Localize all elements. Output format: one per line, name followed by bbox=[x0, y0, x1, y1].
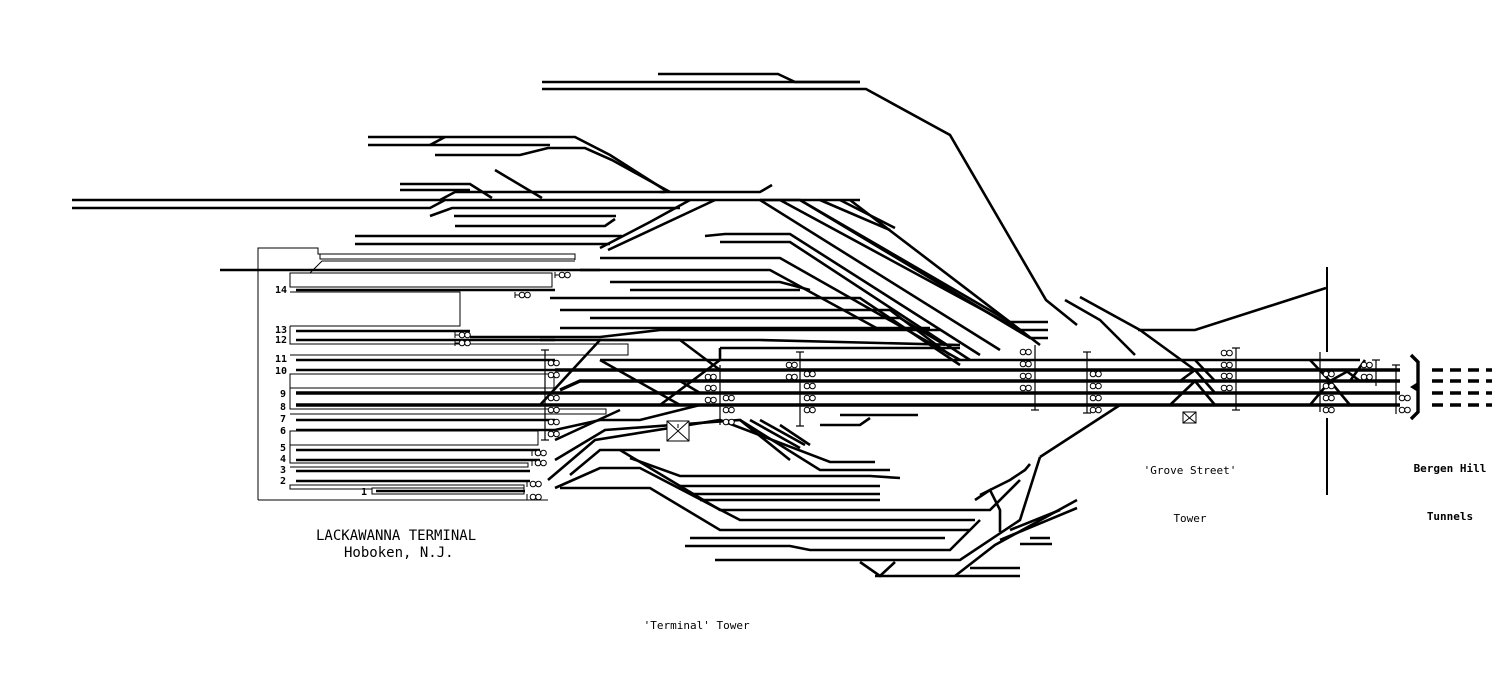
signal-head bbox=[722, 394, 735, 402]
signal-head bbox=[1220, 361, 1233, 369]
signal-head bbox=[704, 373, 717, 381]
signal-head bbox=[1089, 370, 1102, 378]
signal-head bbox=[547, 418, 560, 426]
track-number-label: 10 bbox=[275, 366, 287, 377]
track-number-label: 6 bbox=[280, 426, 286, 437]
signal-head bbox=[803, 370, 816, 378]
signal-head bbox=[1322, 382, 1335, 390]
signal-head bbox=[547, 430, 560, 438]
signal-head bbox=[785, 361, 798, 369]
signal-head bbox=[514, 291, 531, 299]
signal-head bbox=[1089, 382, 1102, 390]
signal-head bbox=[454, 339, 471, 347]
signal-head bbox=[547, 371, 560, 379]
signal-heads bbox=[454, 271, 1411, 501]
signal-head bbox=[785, 373, 798, 381]
signal-head bbox=[803, 406, 816, 414]
platforms bbox=[289, 253, 629, 495]
signal-head bbox=[531, 449, 547, 457]
signal-head bbox=[704, 384, 717, 392]
signal-head bbox=[1360, 373, 1373, 381]
track-number-label: 9 bbox=[280, 389, 286, 400]
track-number-label: 3 bbox=[280, 465, 286, 476]
signal-masts bbox=[541, 267, 1400, 495]
station-track-numbers: 14 13 12 11 10 9 8 7 6 5 4 3 2 1 bbox=[275, 285, 367, 498]
signal-head bbox=[454, 331, 471, 339]
tunnel-tracks bbox=[1432, 368, 1492, 407]
signal-head bbox=[1398, 406, 1411, 414]
upper-yard-tracks bbox=[72, 72, 1078, 327]
terminal-tower-icon bbox=[666, 420, 690, 442]
signal-head bbox=[547, 394, 560, 402]
track-number-label: 7 bbox=[280, 414, 286, 425]
signal-head bbox=[1220, 384, 1233, 392]
track-number-label: 12 bbox=[275, 335, 287, 346]
signal-head bbox=[722, 406, 735, 414]
track-number-label: 4 bbox=[280, 454, 286, 465]
signal-head bbox=[704, 396, 717, 404]
signal-head bbox=[722, 418, 735, 426]
grove-street-tower-name: 'Grove Street' bbox=[1143, 464, 1237, 477]
signal-head bbox=[1089, 406, 1102, 414]
signal-head bbox=[1019, 384, 1032, 392]
signal-head bbox=[1019, 348, 1032, 356]
terminal-location: Hoboken, N.J. bbox=[344, 545, 454, 561]
bergen-hill-label: Bergen Hill Tunnels bbox=[1405, 429, 1495, 541]
signal-head bbox=[1322, 406, 1335, 414]
grove-street-tower-label: 'Grove Street' Tower bbox=[1130, 431, 1250, 543]
track-number-label: 1 bbox=[361, 487, 367, 498]
signal-head bbox=[526, 480, 542, 488]
signal-head bbox=[531, 459, 547, 467]
station-tracks bbox=[220, 268, 600, 493]
track-number-label: 5 bbox=[280, 443, 286, 454]
signal-head bbox=[1398, 394, 1411, 402]
track-number-label: 11 bbox=[275, 354, 287, 365]
signal-head bbox=[1019, 360, 1032, 368]
terminal-tower-name: 'Terminal' Tower bbox=[643, 619, 750, 632]
terminal-tower-label: 'Terminal' Tower bbox=[620, 602, 760, 634]
grove-street-tower-icon bbox=[1182, 411, 1197, 424]
grove-street-tower-suffix: Tower bbox=[1173, 512, 1207, 525]
upper-throat bbox=[470, 198, 1048, 367]
signal-head bbox=[1322, 370, 1335, 378]
signal-head bbox=[526, 493, 542, 501]
lower-throat bbox=[547, 403, 1078, 578]
signal-head bbox=[1360, 361, 1373, 369]
signal-head bbox=[1322, 394, 1335, 402]
signal-head bbox=[803, 382, 816, 390]
bergen-hill-name: Bergen Hill bbox=[1413, 462, 1487, 475]
signal-head bbox=[803, 394, 816, 402]
signal-head bbox=[1220, 349, 1233, 357]
signal-head bbox=[554, 271, 571, 279]
signal-head bbox=[1220, 372, 1233, 380]
track-number-label: 8 bbox=[280, 402, 286, 413]
signal-head bbox=[1019, 372, 1032, 380]
main-line bbox=[539, 286, 1400, 459]
track-number-label: 14 bbox=[275, 285, 287, 296]
signal-head bbox=[1089, 394, 1102, 402]
track-number-label: 13 bbox=[275, 325, 287, 336]
signal-head bbox=[547, 359, 560, 367]
bergen-hill-tunnels: Tunnels bbox=[1426, 510, 1474, 523]
track-number-label: 2 bbox=[280, 476, 286, 487]
terminal-title: LACKAWANNA TERMINAL bbox=[316, 528, 477, 544]
tunnel-portal bbox=[1409, 353, 1420, 421]
signal-head bbox=[547, 406, 560, 414]
